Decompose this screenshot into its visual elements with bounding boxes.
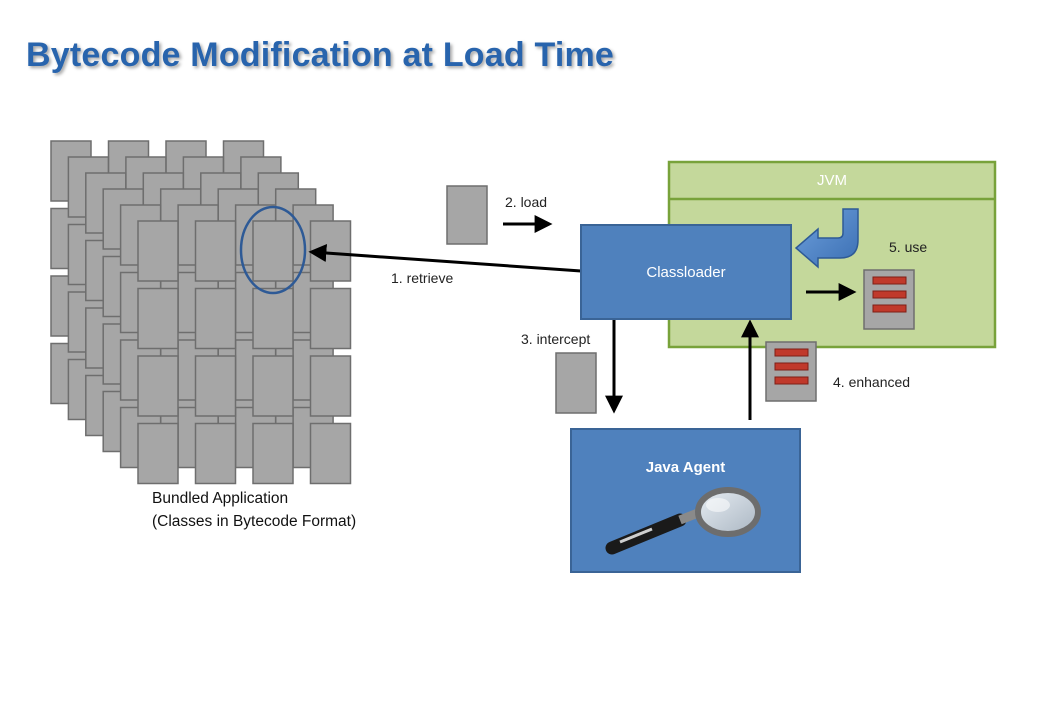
- class-file-icon: [194, 287, 237, 350]
- classloader-box-shape: [580, 224, 792, 320]
- page-title: Bytecode Modification at Load Time: [26, 36, 615, 74]
- java-agent-box: Java Agent: [571, 429, 800, 572]
- class-file-icon: [194, 220, 237, 282]
- class-file-icon: [309, 287, 352, 350]
- class-file-icon: [309, 422, 352, 485]
- class-file-icon: [194, 422, 237, 485]
- curved-arrow-icon: [794, 208, 859, 269]
- bytecode-class-grid: [50, 140, 352, 485]
- class-file-icon: [137, 355, 179, 417]
- bundled-application-caption: Bundled Application (Classes in Bytecode…: [152, 487, 356, 533]
- selected-class-highlight: [239, 205, 307, 295]
- classloader-box: Classloader: [581, 225, 791, 319]
- step-intercept-label: 3. intercept: [521, 331, 591, 347]
- class-file-icon: [137, 422, 179, 485]
- classloader-label: Classloader: [646, 263, 726, 281]
- used-class-icon: [863, 269, 915, 330]
- java-agent-label: Java Agent: [645, 459, 726, 476]
- arrow-retrieve: [308, 244, 582, 273]
- class-file-icon: [137, 220, 179, 282]
- class-file-icon: [252, 355, 294, 417]
- class-file-icon: [252, 422, 294, 485]
- class-file-icon: [252, 220, 294, 282]
- step-use-label: 5. use: [889, 239, 928, 255]
- class-file-icon: [446, 185, 488, 245]
- step-load-label: 2. load: [505, 194, 548, 210]
- step-enhanced-label: 4. enhanced: [833, 374, 911, 390]
- class-file-icon: [252, 287, 294, 350]
- enhanced-class-icon: [765, 341, 817, 402]
- bundled-caption-line2: (Classes in Bytecode Format): [152, 513, 357, 530]
- class-file-icon: [137, 287, 179, 350]
- step-retrieve-label: 1. retrieve: [391, 270, 454, 286]
- magnifier-icon: [605, 487, 761, 555]
- class-file-icon: [309, 355, 352, 417]
- jvm-label-text: JVM: [817, 172, 847, 189]
- jvm-label: JVM: [669, 162, 995, 199]
- class-file-icon: [555, 352, 597, 414]
- bundled-caption-line1: Bundled Application: [152, 490, 289, 507]
- class-file-icon: [194, 355, 237, 417]
